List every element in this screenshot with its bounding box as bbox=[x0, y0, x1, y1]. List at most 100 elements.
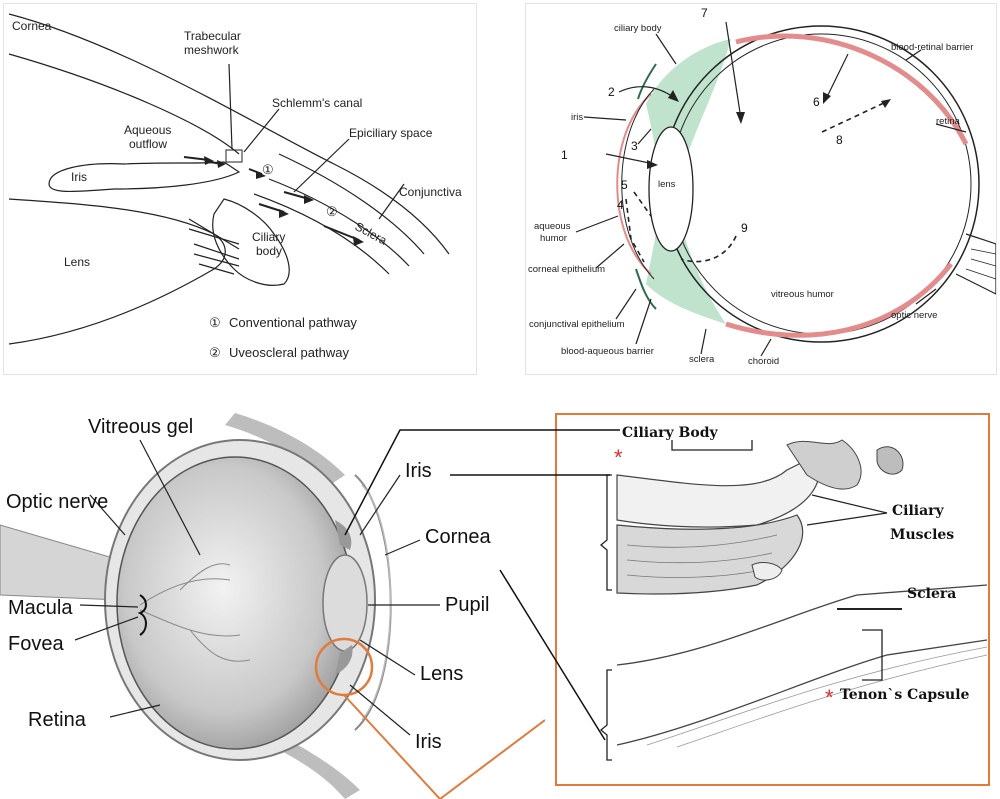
aqueous-label-1: aqueous bbox=[534, 221, 571, 232]
cornea-leader bbox=[384, 539, 421, 556]
optic-nerve-label: optic nerve bbox=[891, 310, 937, 321]
vitreous-body bbox=[116, 456, 354, 750]
ciliary-detail-svg: Ciliary Body Ciliary Muscles Sclera Teno… bbox=[599, 425, 988, 761]
lens-outline bbox=[8, 198, 226, 345]
sclera-band-3 bbox=[253, 193, 390, 275]
arrow-8 bbox=[821, 101, 887, 133]
schlemm-label: Schlemm's canal bbox=[272, 96, 362, 110]
ciliary-body-bracket bbox=[671, 440, 753, 451]
trabecular-leader bbox=[228, 63, 233, 150]
iris-outline bbox=[48, 161, 241, 193]
ciliary-asterisk: * bbox=[614, 445, 623, 470]
ciliary-muscles-label-2: Muscles bbox=[890, 527, 954, 543]
number-5: 5 bbox=[621, 178, 628, 192]
sclera-band-2 bbox=[268, 178, 410, 267]
ciliary-body-outline bbox=[212, 198, 290, 286]
cornea-curve bbox=[616, 93, 652, 275]
optic-nerve-shape bbox=[0, 524, 121, 601]
sclera-label: Sclera bbox=[907, 586, 956, 602]
iris-lower-shape bbox=[335, 645, 353, 675]
uveoscleral-pathway-arrow-2 bbox=[323, 225, 360, 241]
cornea-brace bbox=[599, 669, 612, 761]
vitreous-label: vitreous humor bbox=[771, 289, 834, 300]
ciliary-body-label: Ciliary Body bbox=[622, 425, 719, 441]
vitreous-gel-label: Vitreous gel bbox=[88, 416, 193, 438]
legend-text-1: Conventional pathway bbox=[229, 315, 357, 330]
conjunctiva-leader bbox=[378, 183, 405, 220]
arrow-5 bbox=[633, 191, 652, 217]
ciliary-detail-inset: Ciliary Body Ciliary Muscles Sclera Teno… bbox=[555, 413, 990, 786]
fovea-label: Fovea bbox=[8, 633, 64, 655]
retinal-vessels bbox=[139, 563, 251, 662]
trabecular-meshwork-shape bbox=[225, 149, 243, 163]
aqueous-label-2: humor bbox=[540, 233, 567, 244]
number-4: 4 bbox=[617, 198, 624, 212]
pathway-legend: ① Conventional pathway ② Uveoscleral pat… bbox=[209, 315, 357, 360]
vitreous-gel-leader bbox=[139, 439, 201, 556]
sclera-label: sclera bbox=[689, 354, 715, 365]
corneal-epi-leader bbox=[595, 243, 625, 269]
legend-text-2: Uveoscleral pathway bbox=[229, 345, 349, 360]
lens-shape bbox=[322, 554, 368, 652]
pupil-label: Pupil bbox=[445, 594, 489, 616]
blood-retinal-barrier-arc-top bbox=[735, 33, 969, 146]
marker-one: ① bbox=[262, 162, 274, 177]
arrow-7 bbox=[725, 21, 742, 120]
optic-nerve-shape bbox=[955, 233, 996, 295]
eye-anatomy-svg: Vitreous gel Optic nerve Macula Fovea Re… bbox=[0, 413, 545, 799]
ocular-barriers-svg: ciliary body blood-retinal barrier retin… bbox=[528, 6, 996, 367]
eye-anatomy-diagram: Vitreous gel Optic nerve Macula Fovea Re… bbox=[0, 395, 545, 799]
epiciliary-leader bbox=[293, 138, 350, 193]
trabecular-label-2: meshwork bbox=[184, 43, 240, 57]
ciliary-muscles-label-1: Ciliary bbox=[892, 503, 945, 519]
sclera-upper-edge bbox=[616, 584, 988, 666]
cornea-outer-curve bbox=[8, 13, 450, 255]
fovea-leader bbox=[74, 616, 139, 641]
iris-bottom-leader bbox=[349, 684, 411, 736]
ciliary-body-label: ciliary body bbox=[614, 23, 662, 34]
iris-top-label: Iris bbox=[405, 460, 432, 482]
highlight-connector-upper bbox=[439, 719, 545, 799]
cornea-label: Cornea bbox=[12, 19, 52, 33]
corneal-epi-label: corneal epithelium bbox=[528, 264, 605, 275]
lens-leader bbox=[359, 639, 416, 676]
ciliary-label-2: body bbox=[256, 244, 282, 258]
blood-aqueous-label: blood-aqueous barrier bbox=[561, 346, 654, 357]
iris-upper-shape bbox=[335, 520, 352, 550]
ciliary-body-leader bbox=[655, 33, 677, 65]
number-8: 8 bbox=[836, 133, 843, 147]
muscle-texture bbox=[626, 534, 778, 578]
arrow-4 bbox=[625, 198, 645, 263]
epiciliary-label: Epiciliary space bbox=[349, 126, 433, 140]
ciliary-brace bbox=[599, 474, 612, 591]
ciliary-label-1: Ciliary bbox=[252, 230, 285, 244]
tenon-asterisk: * bbox=[825, 685, 834, 710]
retina-leader bbox=[935, 123, 967, 133]
sclera-lower-edge bbox=[616, 639, 988, 746]
number-9: 9 bbox=[741, 221, 748, 235]
iris-top-leader bbox=[359, 474, 401, 536]
blood-retinal-label: blood-retinal barrier bbox=[891, 42, 973, 53]
conj-epi-leader bbox=[615, 288, 637, 320]
number-7: 7 bbox=[701, 6, 708, 20]
blood-aqueous-zone bbox=[646, 39, 731, 324]
ocular-barriers-diagram: ciliary body blood-retinal barrier retin… bbox=[525, 3, 997, 375]
outflow-pathways-diagram: Cornea Trabecular meshwork Schlemm's can… bbox=[3, 3, 477, 375]
tenon-label: Tenon`s Capsule bbox=[840, 687, 970, 703]
legend-marker-2: ② bbox=[209, 345, 221, 360]
trabecular-label-1: Trabecular bbox=[184, 29, 241, 43]
iris-label: Iris bbox=[71, 170, 87, 184]
lens-label: lens bbox=[658, 179, 676, 190]
macula-label: Macula bbox=[8, 597, 73, 619]
choroid-leader bbox=[760, 338, 772, 357]
conj-epi-label: conjunctival epithelium bbox=[529, 319, 625, 330]
lens-label: Lens bbox=[420, 663, 463, 685]
sclera-leader bbox=[700, 328, 707, 355]
number-1: 1 bbox=[561, 148, 568, 162]
aqueous-label-1: Aqueous bbox=[124, 123, 171, 137]
cornea-inner-curve bbox=[8, 53, 240, 155]
aqueous-leader bbox=[575, 215, 619, 233]
aqueous-label-2: outflow bbox=[129, 137, 167, 151]
iris-label: iris bbox=[571, 112, 583, 123]
blood-retinal-barrier-arc-bottom bbox=[725, 262, 953, 338]
